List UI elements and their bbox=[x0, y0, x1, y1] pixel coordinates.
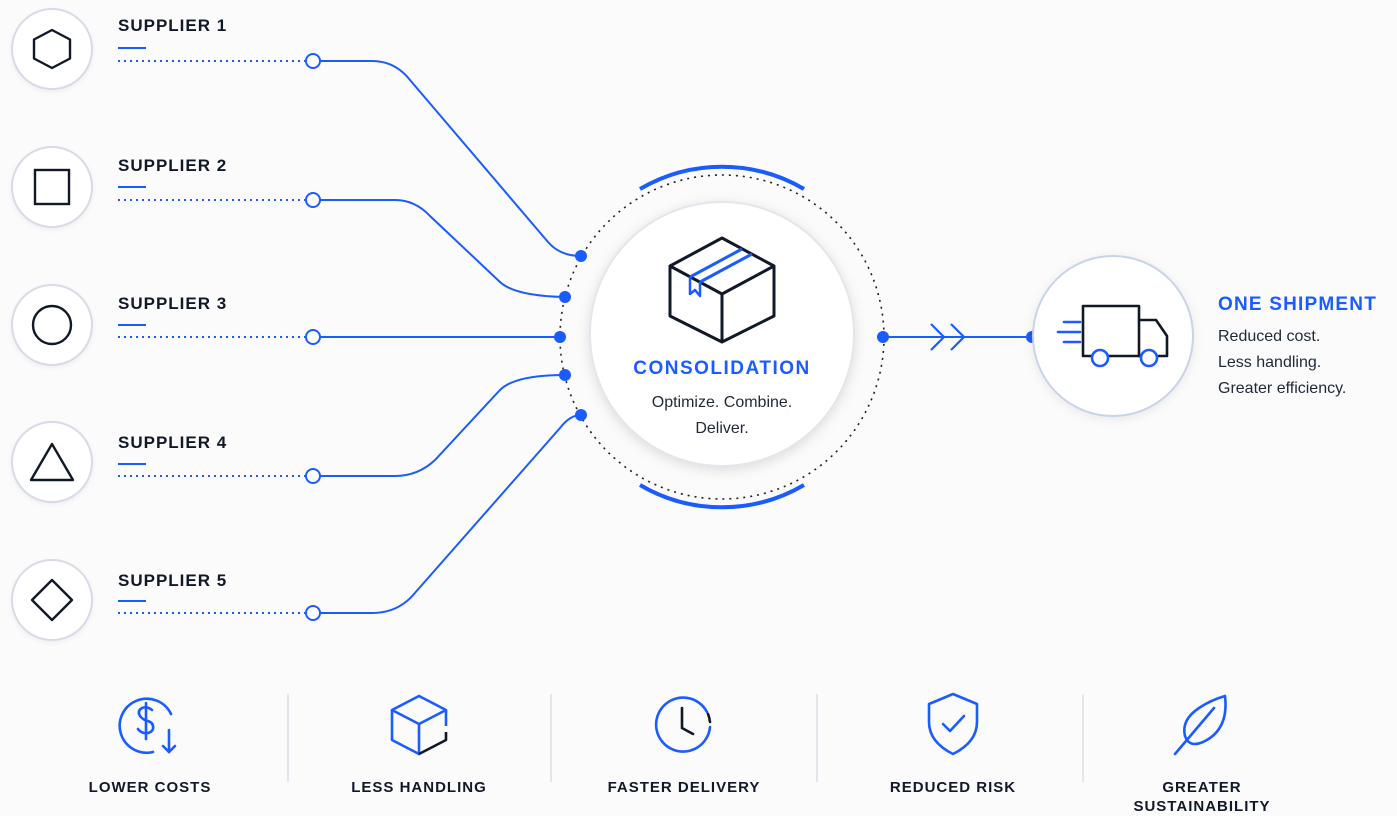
shipment-line-3: Greater efficiency. bbox=[1218, 380, 1347, 397]
box-icon bbox=[668, 236, 776, 344]
supplier-4-label: SUPPLIER 4 bbox=[118, 433, 228, 452]
consolidation-subtitle: Optimize. Combine. Deliver. bbox=[572, 390, 872, 442]
supplier-node-4 bbox=[305, 468, 321, 484]
supplier-3-underline bbox=[118, 324, 146, 326]
cube-icon bbox=[390, 694, 448, 756]
shipment-line-2: Less handling. bbox=[1218, 354, 1322, 371]
one-shipment-title: ONE SHIPMENT bbox=[1218, 294, 1378, 315]
chevron-right-icon bbox=[930, 323, 946, 351]
benefit-greater-sustainability: GREATER SUSTAINABILITY bbox=[1092, 690, 1312, 816]
supplier-node-2 bbox=[305, 192, 321, 208]
supplier-3-label: SUPPLIER 3 bbox=[118, 294, 228, 313]
benefit-label-reduced-risk: REDUCED RISK bbox=[889, 779, 1017, 796]
entry-dot-3 bbox=[554, 331, 566, 343]
supplier-connectors bbox=[313, 60, 582, 614]
benefit-label-greater-sustainability: GREATER SUSTAINABILITY bbox=[1133, 779, 1271, 815]
consolidation-top-arc bbox=[638, 164, 806, 191]
consolidation-bottom-arc bbox=[638, 483, 806, 510]
connector-4 bbox=[313, 374, 566, 477]
consolidation-subtitle-line-1: Optimize. Combine. bbox=[651, 394, 793, 411]
shipment-line-1: Reduced cost. bbox=[1218, 328, 1321, 345]
supplier-1-icon-circle bbox=[11, 8, 93, 90]
chevron-right-icon bbox=[950, 323, 966, 351]
supplier-2-label: SUPPLIER 2 bbox=[118, 156, 228, 175]
diamond-icon bbox=[30, 578, 74, 622]
supplier-4-icon-circle bbox=[11, 421, 93, 503]
consolidation-entry-dots bbox=[554, 250, 587, 421]
supplier-node-3 bbox=[305, 329, 321, 345]
benefit-lower-costs: LOWER COSTS bbox=[40, 690, 260, 797]
supplier-1-underline bbox=[118, 47, 146, 49]
supplier-3-icon-circle bbox=[11, 284, 93, 366]
benefit-label-lower-costs: LOWER COSTS bbox=[88, 779, 212, 796]
benefit-divider-1 bbox=[287, 694, 289, 782]
clock-icon bbox=[654, 696, 712, 753]
connector-1 bbox=[313, 60, 582, 257]
benefit-reduced-risk: REDUCED RISK bbox=[843, 690, 1063, 797]
one-shipment-details: Reduced cost. Less handling. Greater eff… bbox=[1218, 324, 1346, 402]
shipment-circle bbox=[1032, 255, 1194, 417]
supplier-2-underline bbox=[118, 186, 146, 188]
benefit-divider-3 bbox=[816, 694, 818, 782]
entry-dot-4 bbox=[559, 369, 571, 381]
supplier-4-underline bbox=[118, 463, 146, 465]
benefit-faster-delivery: FASTER DELIVERY bbox=[574, 690, 794, 797]
benefit-label-faster-delivery: FASTER DELIVERY bbox=[607, 779, 761, 796]
shield-check-icon bbox=[927, 692, 979, 756]
circle-icon bbox=[31, 304, 73, 346]
hexagon-icon bbox=[32, 28, 72, 70]
supplier-1-label: SUPPLIER 1 bbox=[118, 16, 228, 35]
benefit-divider-4 bbox=[1082, 694, 1084, 782]
supplier-2-icon-circle bbox=[11, 146, 93, 228]
connector-2 bbox=[313, 199, 566, 298]
benefit-less-handling: LESS HANDLING bbox=[309, 690, 529, 797]
supplier-5-label: SUPPLIER 5 bbox=[118, 571, 228, 590]
square-icon bbox=[33, 168, 71, 206]
supplier-5-icon-circle bbox=[11, 559, 93, 641]
supplier-dotted-lines bbox=[118, 60, 305, 614]
supplier-node-1 bbox=[305, 53, 321, 69]
consolidation-subtitle-line-2: Deliver. bbox=[695, 420, 749, 437]
entry-dot-1 bbox=[575, 250, 587, 262]
supplier-nodes bbox=[305, 53, 321, 621]
entry-dot-5 bbox=[575, 409, 587, 421]
supplier-node-5 bbox=[305, 605, 321, 621]
consolidation-title: CONSOLIDATION bbox=[633, 358, 811, 379]
leaf-icon bbox=[1173, 694, 1227, 756]
benefit-label-less-handling: LESS HANDLING bbox=[351, 779, 487, 796]
dollar-down-icon bbox=[118, 697, 177, 754]
connector-5 bbox=[313, 414, 582, 614]
benefit-divider-2 bbox=[550, 694, 552, 782]
triangle-icon bbox=[29, 442, 75, 482]
supplier-5-underline bbox=[118, 600, 146, 602]
truck-icon bbox=[1056, 304, 1169, 368]
output-arrow bbox=[877, 323, 1038, 351]
entry-dot-2 bbox=[559, 291, 571, 303]
